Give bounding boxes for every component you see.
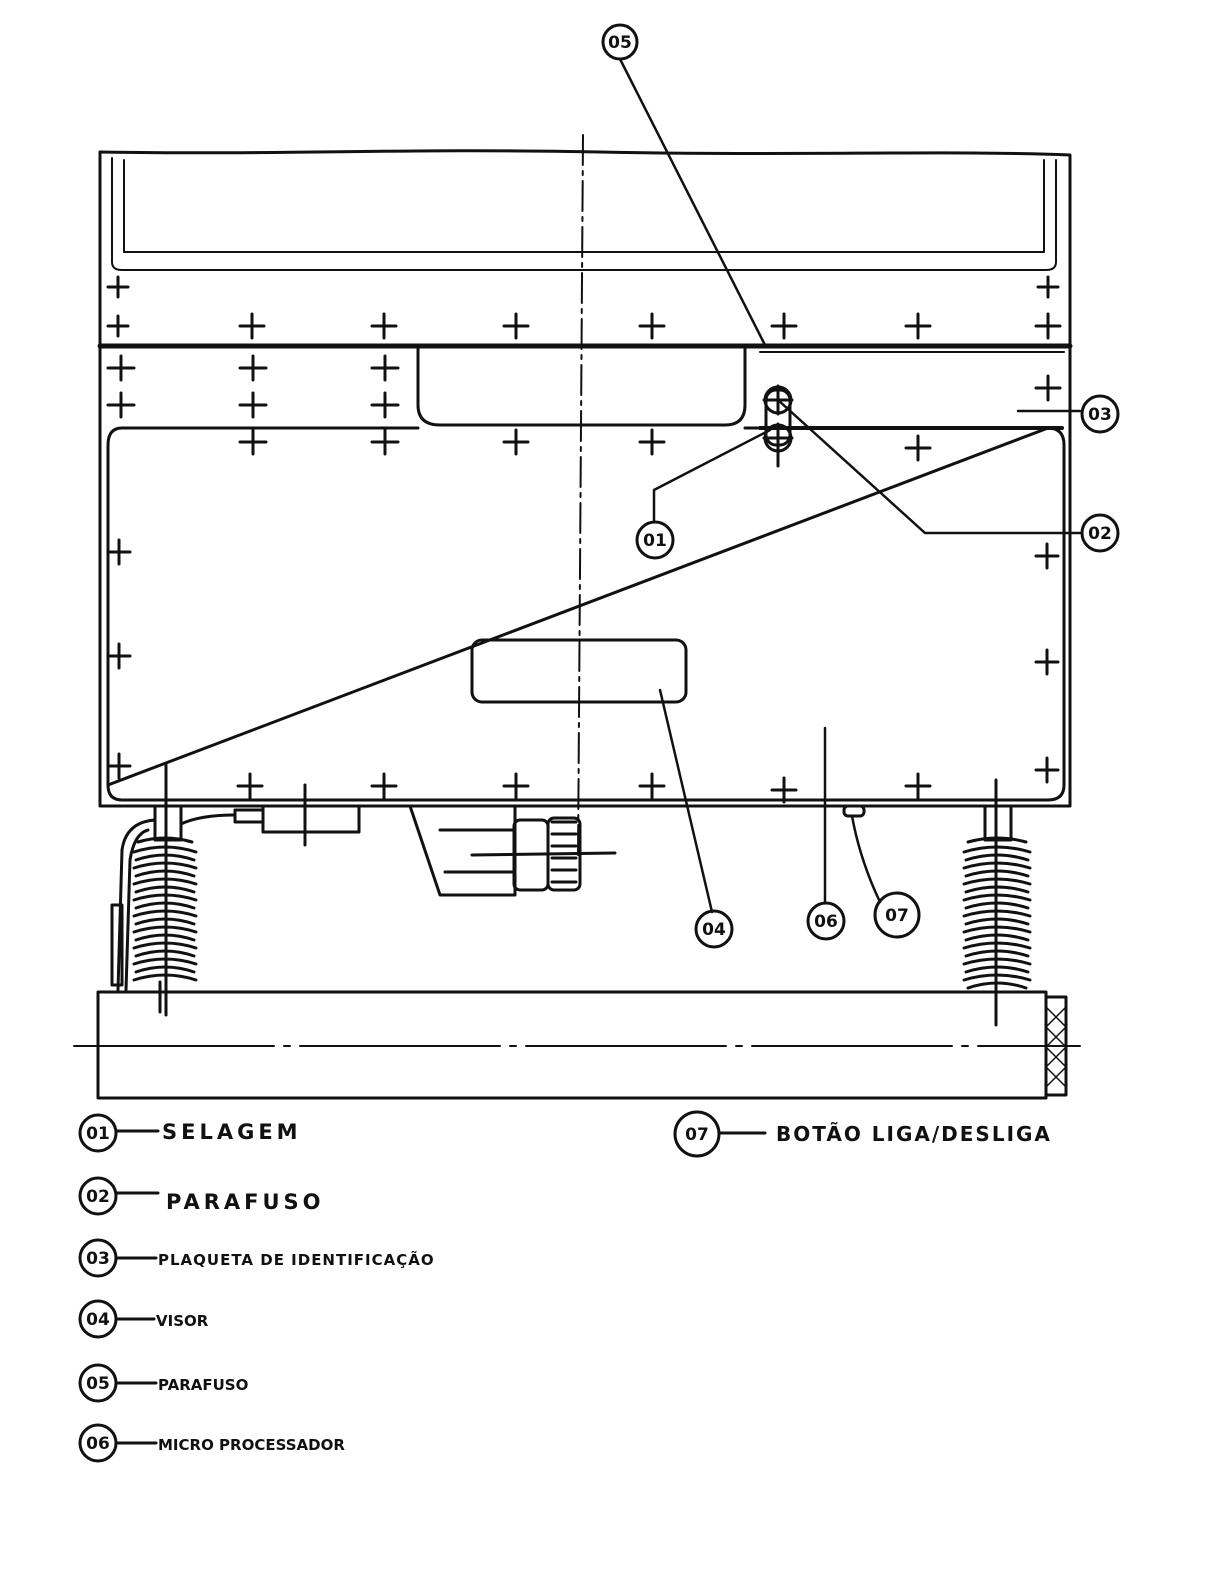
legend-item-04: 04 VISOR — [78, 1299, 209, 1339]
spring-right — [962, 778, 1032, 1027]
legend-item-01: 01 SELAGEM — [78, 1113, 302, 1153]
svg-text:06: 06 — [814, 912, 838, 932]
callout-03: 03 — [1080, 394, 1120, 434]
switch-button — [842, 804, 866, 818]
legend-item-05: 05 PARAFUSO — [78, 1363, 248, 1403]
svg-text:03: 03 — [1088, 405, 1112, 425]
callout-06: 06 — [806, 901, 846, 941]
svg-text:07: 07 — [885, 906, 909, 926]
callout-07: 07 — [873, 891, 921, 939]
power-unit — [408, 804, 617, 897]
cable-connector — [179, 783, 361, 847]
svg-text:05: 05 — [86, 1374, 110, 1394]
svg-text:02: 02 — [1088, 524, 1112, 544]
svg-text:05: 05 — [608, 33, 632, 53]
svg-text:PLAQUETA DE IDENTIFICAÇÃO: PLAQUETA DE IDENTIFICAÇÃO — [158, 1250, 435, 1269]
legend-item-02: 02 PARAFUSO — [78, 1176, 325, 1216]
svg-text:PARAFUSO: PARAFUSO — [158, 1376, 248, 1394]
legend-item-06: 06 MICRO PROCESSADOR — [78, 1423, 345, 1463]
svg-text:BOTÃO LIGA/DESLIGA: BOTÃO LIGA/DESLIGA — [776, 1122, 1052, 1146]
callout-04: 04 — [694, 909, 734, 949]
callout-01: 01 — [635, 520, 675, 560]
svg-text:04: 04 — [86, 1310, 110, 1330]
leader-lines — [618, 57, 1082, 914]
cross-markers — [106, 275, 1062, 804]
legend: 01 SELAGEM 02 PARAFUSO 03 PLAQUETA DE ID… — [78, 1110, 1052, 1463]
svg-text:VISOR: VISOR — [156, 1312, 209, 1330]
legend-item-07: 07 BOTÃO LIGA/DESLIGA — [673, 1110, 1052, 1158]
svg-text:07: 07 — [685, 1125, 709, 1145]
housing — [98, 344, 1072, 808]
callout-05: 05 — [601, 23, 639, 61]
base — [73, 980, 1081, 1100]
svg-text:06: 06 — [86, 1434, 110, 1454]
svg-text:SELAGEM: SELAGEM — [162, 1120, 302, 1144]
svg-text:PARAFUSO: PARAFUSO — [166, 1190, 325, 1214]
svg-text:04: 04 — [702, 920, 726, 940]
top-tray — [97, 149, 1073, 349]
callout-02: 02 — [1080, 513, 1120, 553]
spring-left — [110, 763, 198, 1017]
legend-item-03: 03 PLAQUETA DE IDENTIFICAÇÃO — [78, 1238, 435, 1278]
svg-text:03: 03 — [86, 1249, 110, 1269]
seal-screw-detail — [762, 384, 794, 468]
svg-text:MICRO PROCESSADOR: MICRO PROCESSADOR — [158, 1436, 345, 1454]
svg-text:01: 01 — [643, 531, 667, 551]
svg-text:01: 01 — [86, 1124, 110, 1144]
svg-text:02: 02 — [86, 1187, 110, 1207]
